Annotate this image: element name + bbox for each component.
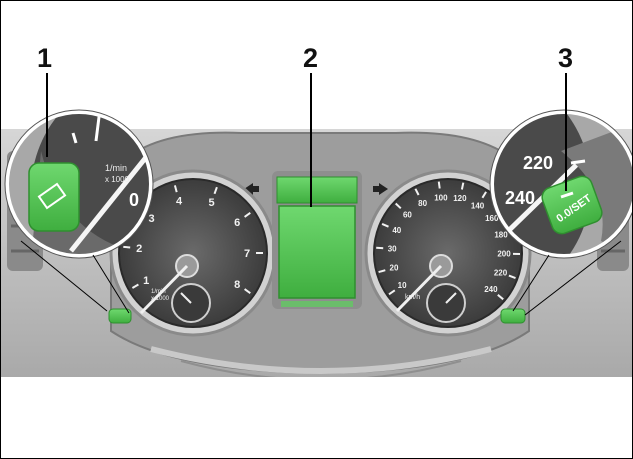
tach-tick-mark [244, 288, 251, 295]
speedo-tick-mark [395, 202, 402, 210]
speedo-tick-mark [381, 222, 389, 228]
speedo-unit: km/h [405, 294, 420, 301]
speedo-tick-100: 100 [434, 193, 448, 202]
callout-2: 2 [303, 43, 319, 73]
tach-tick-mark [131, 283, 139, 289]
tach-tick-8: 8 [234, 279, 240, 291]
speedo-tick-mark [460, 182, 465, 190]
speedo-tick-20: 20 [390, 264, 399, 273]
tach-tick-mark [244, 211, 251, 218]
zoom-inset-left: 1/min x 1000 0 [4, 109, 154, 259]
speedo-tick-mark [481, 191, 487, 199]
speedo-tick-mark [508, 274, 516, 280]
tach-unit-line1: 1/min [151, 289, 166, 295]
speedo-set-button [500, 308, 526, 324]
speedo-tick-200: 200 [497, 250, 511, 259]
zoom-left-unit-2: x 1000 [105, 175, 130, 184]
speedo-tick-mark [388, 289, 396, 296]
tach-needle [139, 264, 189, 315]
speedo-tick-80: 80 [418, 199, 427, 208]
tach-reset-button [108, 308, 132, 324]
zoom-left-tick: 0 [129, 190, 139, 210]
speedo-tick-140: 140 [471, 201, 485, 210]
speedo-tick-mark [376, 246, 384, 250]
zoom-right-green-button [541, 175, 603, 235]
zoom-inset-right: 0.0/SET 220 240 [489, 109, 632, 259]
tach-tick-mark [123, 245, 131, 249]
speedo-tick-220: 220 [494, 268, 508, 277]
left-turn-arrow-icon [244, 183, 253, 195]
tach-tick-7: 7 [244, 248, 250, 260]
zoom-left-green-button [28, 162, 80, 232]
tach-unit-line2: x 1000 [151, 296, 170, 302]
lower-blank-area [1, 377, 632, 458]
speedo-tick-40: 40 [392, 226, 401, 235]
callout-1: 1 [37, 43, 53, 73]
tach-tick-1: 1 [143, 275, 149, 287]
speedo-tick-240: 240 [484, 285, 498, 294]
steering-column-lines [150, 346, 492, 374]
right-turn-arrow-icon [379, 183, 388, 195]
speedo-tick-mark [378, 269, 386, 274]
callout-3: 3 [558, 43, 574, 73]
speedo-tick-180: 180 [494, 231, 508, 240]
tach-tick-4: 4 [176, 196, 183, 208]
center-display [278, 205, 356, 299]
tach-tick-mark [173, 185, 178, 193]
tach-tick-5: 5 [208, 197, 214, 209]
speedo-tick-mark [497, 294, 504, 301]
trip-reset-icon [37, 182, 67, 210]
tach-tick-2: 2 [136, 243, 142, 255]
zoom-right-tick-upper: 220 [523, 153, 553, 173]
speedo-tick-30: 30 [388, 245, 397, 254]
zoom-right-tick-lower: 240 [505, 188, 535, 208]
speedo-tick-120: 120 [453, 194, 467, 203]
tach-tick-6: 6 [234, 217, 240, 229]
speedo-tick-mark [437, 181, 441, 189]
tach-tick-mark [213, 186, 218, 195]
speedo-tick-mark [414, 188, 420, 196]
speedo-tick-160: 160 [485, 214, 499, 223]
speedo-tick-60: 60 [403, 210, 412, 219]
speedo-tick-10: 10 [398, 281, 407, 290]
zoom-left-unit-1: 1/min [105, 163, 127, 173]
speedo-needle [395, 264, 443, 313]
tach-tick-3: 3 [149, 213, 155, 225]
center-display-top [276, 176, 358, 204]
